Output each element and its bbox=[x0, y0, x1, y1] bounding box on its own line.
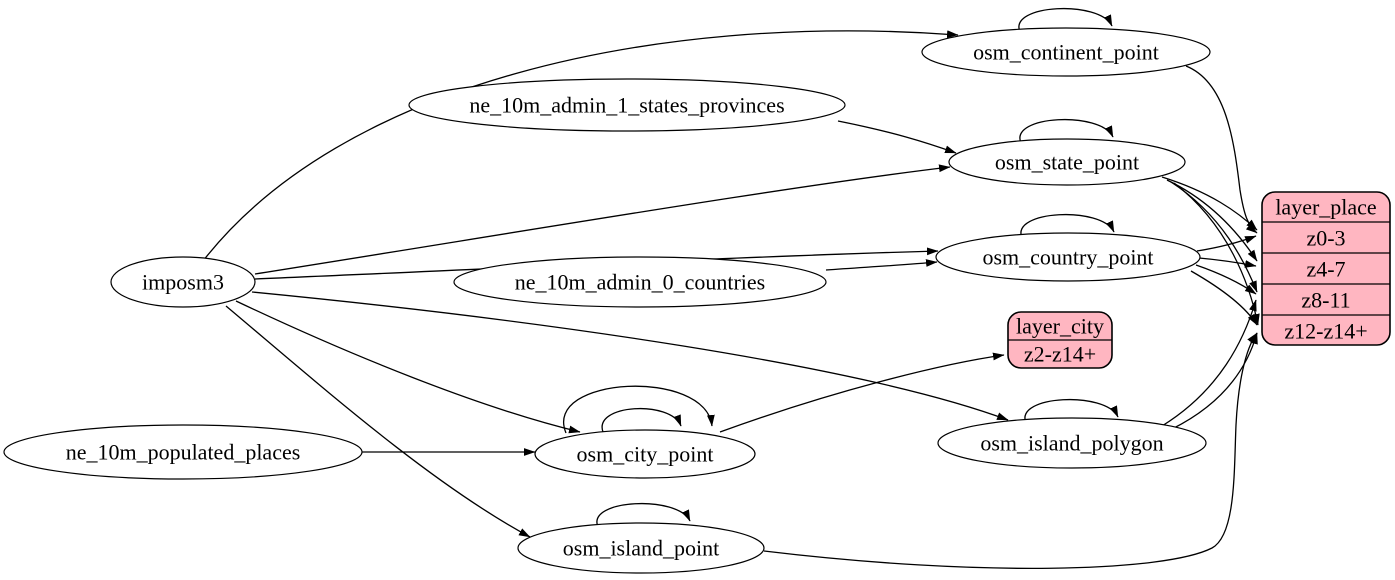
edge-imposm3-osm_continent_point bbox=[202, 30, 959, 262]
ne_10m_populated_places-ellipse bbox=[3, 424, 363, 480]
layer_place-row-z8-11: z8-11 bbox=[1301, 288, 1350, 313]
edge-osm_island_point-layer_place-z12-z14 bbox=[763, 332, 1258, 570]
node-osm_island_point: osm_island_point bbox=[517, 522, 765, 574]
layer_city-row-z2-z14: z2-z14+ bbox=[1024, 342, 1096, 367]
node-ne_10m_admin_1_states_provinces: ne_10m_admin_1_states_provinces bbox=[408, 78, 846, 132]
selfloop-osm_city_point-inner bbox=[601, 408, 682, 433]
edge-osm_country_point-layer_place-z4-7 bbox=[1198, 257, 1257, 268]
osm_state_point-label: osm_state_point bbox=[995, 150, 1139, 175]
selfloop-osm_state_point bbox=[1019, 118, 1114, 144]
edge-ne_10m_admin_1_states_provinces-osm_state_point bbox=[837, 120, 957, 154]
ne_10m_admin_1_states_provinces-ellipse bbox=[408, 78, 846, 132]
edge-imposm3-osm_city_point bbox=[235, 300, 581, 434]
node-layer_city: layer_city z2-z14+ bbox=[1007, 311, 1113, 369]
osm_city_point-label: osm_city_point bbox=[577, 442, 714, 467]
edge-osm_country_point-layer_place-z0-3 bbox=[1196, 235, 1257, 252]
osm_state_point-ellipse bbox=[948, 138, 1186, 186]
selfloop-osm_island_point bbox=[596, 502, 691, 528]
node-osm_island_polygon: osm_island_polygon bbox=[937, 417, 1207, 469]
layer_place-row-z12-z14: z12-z14+ bbox=[1284, 319, 1367, 344]
selfloop-osm_island_polygon bbox=[1024, 398, 1119, 424]
osm_island_point-ellipse bbox=[517, 522, 765, 574]
node-osm_continent_point: osm_continent_point bbox=[921, 27, 1211, 77]
node-ne_10m_admin_0_countries: ne_10m_admin_0_countries bbox=[453, 256, 827, 308]
node-osm_city_point: osm_city_point bbox=[534, 429, 756, 479]
edge-osm_country_point-layer_place-z8-11 bbox=[1195, 264, 1257, 295]
osm_country_point-ellipse bbox=[935, 232, 1201, 282]
edge-osm_city_point-layer_city-z2-z14 bbox=[719, 352, 1005, 433]
layer_place-box bbox=[1261, 191, 1391, 346]
osm_continent_point-label: osm_continent_point bbox=[973, 40, 1159, 65]
node-layer_place: layer_place z0-3 z4-7 z8-11 z12-z14+ bbox=[1261, 191, 1391, 346]
selfloop-osm_continent_point bbox=[1018, 7, 1113, 33]
osm_country_point-label: osm_country_point bbox=[982, 245, 1153, 270]
layer_place-title: layer_place bbox=[1275, 195, 1376, 220]
edge-osm_state_point-layer_place-z0-3 bbox=[1161, 176, 1258, 231]
selfloop-osm_city_point-outer bbox=[563, 385, 715, 434]
edge-osm_state_point-layer_place-z4-7 bbox=[1166, 179, 1258, 262]
osm_continent_point-ellipse bbox=[921, 27, 1211, 77]
node-osm_state_point: osm_state_point bbox=[948, 138, 1186, 186]
edge-osm_country_point-layer_place-z12-z14 bbox=[1190, 270, 1258, 326]
edge-osm_island_polygon-layer_place-z8-11 bbox=[1161, 299, 1257, 427]
ne_10m_admin_0_countries-label: ne_10m_admin_0_countries bbox=[515, 270, 766, 295]
selfloop-osm_country_point bbox=[1020, 213, 1115, 239]
layer_place-row-z0-3: z0-3 bbox=[1306, 226, 1345, 251]
imposm3-ellipse bbox=[110, 256, 256, 308]
osm_island_polygon-ellipse bbox=[937, 417, 1207, 469]
ne_10m_admin_1_states_provinces-label: ne_10m_admin_1_states_provinces bbox=[469, 93, 784, 118]
osm_island_point-label: osm_island_point bbox=[563, 536, 719, 561]
edge-imposm3-osm_island_polygon bbox=[251, 291, 1009, 421]
imposm3-label: imposm3 bbox=[142, 270, 224, 295]
node-ne_10m_populated_places: ne_10m_populated_places bbox=[3, 424, 363, 480]
edge-layer bbox=[202, 7, 1260, 570]
node-imposm3: imposm3 bbox=[110, 256, 256, 308]
edge-imposm3-osm_island_point bbox=[225, 305, 531, 538]
layer_place-row-z4-7: z4-7 bbox=[1306, 257, 1345, 282]
ne_10m_admin_0_countries-ellipse bbox=[453, 256, 827, 308]
layer_city-title: layer_city bbox=[1016, 314, 1104, 339]
edge-ne_10m_admin_0_countries-osm_country_point bbox=[825, 259, 938, 271]
node-osm_country_point: osm_country_point bbox=[935, 232, 1201, 282]
osm_island_polygon-label: osm_island_polygon bbox=[980, 431, 1163, 456]
ne_10m_populated_places-label: ne_10m_populated_places bbox=[66, 440, 301, 465]
edge-osm_continent_point-layer_place-z0-3 bbox=[1185, 65, 1258, 234]
edge-imposm3-osm_state_point bbox=[254, 164, 951, 275]
osm_city_point-ellipse bbox=[534, 429, 756, 479]
